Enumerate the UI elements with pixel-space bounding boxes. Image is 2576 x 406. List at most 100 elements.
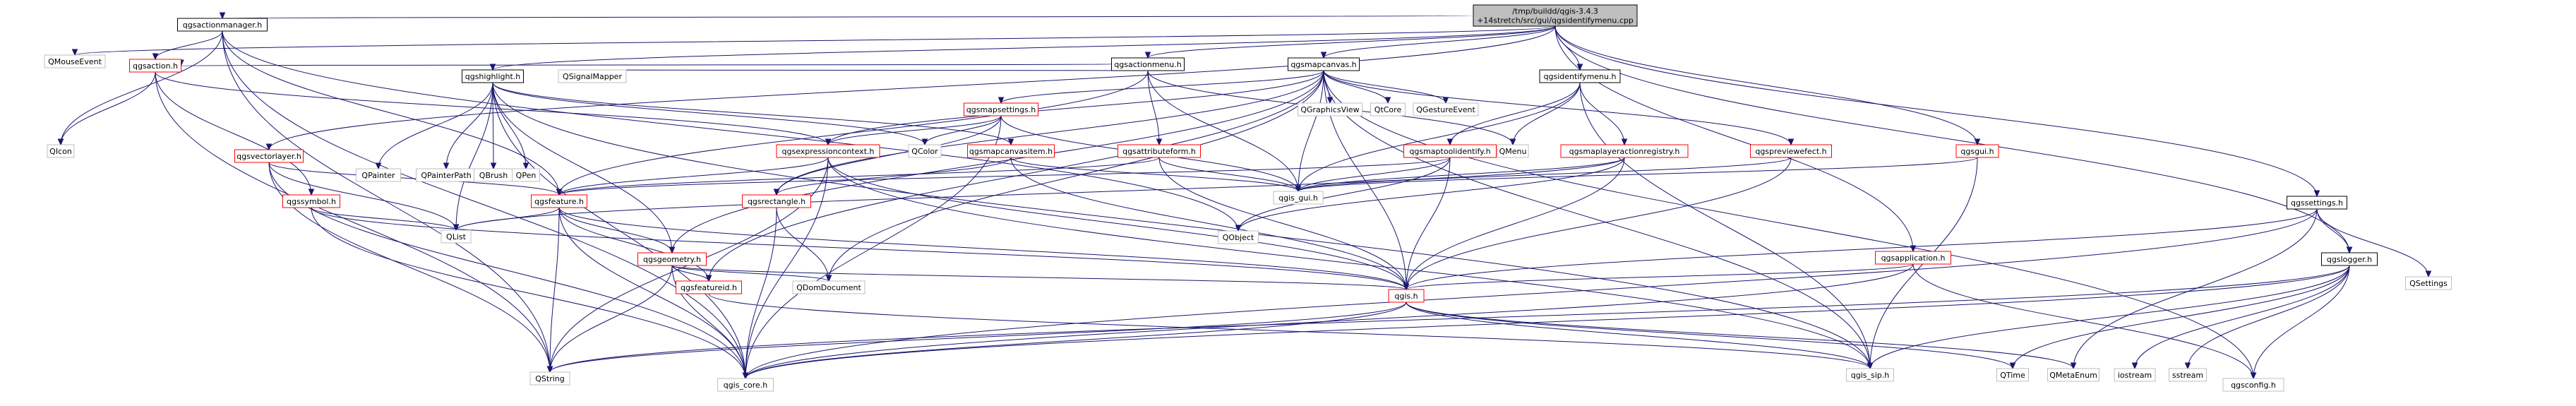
edge-qgsactionmanager-to-QObject (222, 30, 1242, 232)
edge-qgsmaplayeractionregistry-to-QObject (1235, 157, 1625, 232)
node-qgis_core: qgis_core.h (717, 378, 774, 392)
edge-qgis-to-qgis_core (742, 301, 1407, 380)
node-QObject: QObject (1218, 230, 1259, 244)
node-qgslogger[interactable]: qgslogger.h (2321, 252, 2378, 266)
node-label: QMouseEvent (48, 57, 102, 66)
node-QSignalMapper: QSignalMapper (558, 69, 627, 83)
node-label: qgis_gui.h (1278, 193, 1318, 203)
edge-qgsmapcanvasitem-to-qgsrectangle (773, 157, 1012, 196)
edge-qgsmapcanvas-to-QtCore (1323, 70, 1391, 105)
edge-qgsrectangle-to-qgis_core (742, 207, 777, 380)
edge-qgssettings-to-qgis (1403, 208, 2318, 291)
edge-qgsactionmanager-to-qgsaction (152, 30, 223, 61)
edge-qgsidentifymenu-to-qgis_sip (1579, 82, 1874, 370)
node-label: QSignalMapper (563, 72, 622, 81)
node-sstream: sstream (2169, 368, 2207, 382)
edge-root-to-qgshighlight (489, 25, 1556, 71)
node-qgsgeometry[interactable]: qgsgeometry.h (637, 252, 707, 266)
node-qgsapplication[interactable]: qgsapplication.h (1875, 251, 1951, 265)
edge-qgsvectorlayer-to-qgsfeature (268, 162, 563, 196)
node-qgsidentifymenu[interactable]: qgsidentifymenu.h (1539, 69, 1621, 83)
edge-qgssymbol-to-QList (311, 207, 460, 232)
node-qgs_gui: qgis_gui.h (1273, 191, 1324, 205)
node-label: qgssymbol.h (287, 197, 336, 206)
edge-qgsidentifymenu-to-QMenu (1509, 82, 1581, 146)
node-label: QPainter (361, 171, 395, 180)
node-QString: QString (529, 371, 570, 386)
edge-qgsattributeform-to-qgsfeature (556, 157, 1160, 196)
edge-qgsapplication-to-qgsconfig (1912, 263, 2257, 380)
edge-qgsgui-to-qgs_gui (1295, 157, 1978, 193)
node-qgsmaptoolidentify[interactable]: qgsmaptoolidentify.h (1403, 144, 1497, 158)
node-qgsmaplayeractionregistry[interactable]: qgsmaplayeractionregistry.h (1560, 144, 1689, 158)
node-label: qgsmapsettings.h (966, 105, 1036, 114)
edge-qgsexpressioncontext-to-qgis (827, 157, 1410, 291)
edge-qgsrectangle-to-QDomDocument (776, 207, 832, 282)
edge-layer (57, 12, 2432, 380)
edge-qgslogger-to-iostream (2131, 265, 2350, 370)
node-qgssymbol[interactable]: qgssymbol.h (282, 194, 340, 208)
node-qgsactionmenu[interactable]: qgsactionmenu.h (1111, 57, 1185, 71)
node-QDomDocument: QDomDocument (792, 280, 865, 294)
node-qgsfeature[interactable]: qgsfeature.h (531, 194, 587, 208)
node-qgsgui[interactable]: qgsgui.h (1955, 144, 1999, 158)
node-root[interactable]: /tmp/buildd/qgis-3.4.3+14stretch/src/gui… (1473, 4, 1638, 27)
edge-qgsgeometry-to-QDomDocument (671, 265, 832, 282)
node-label: /tmp/buildd/qgis-3.4.3 (1512, 7, 1598, 16)
node-label: iostream (2118, 371, 2152, 380)
node-label: qgis_core.h (724, 381, 768, 390)
node-label: qgsidentifymenu.h (1544, 72, 1617, 81)
edge-qgsmapcanvas-to-qgsgeometry (669, 70, 1324, 254)
node-qgsattributeform[interactable]: qgsattributeform.h (1118, 144, 1201, 158)
node-QMetaEnum: QMetaEnum (2047, 368, 2099, 382)
node-label: qgsmaptoolidentify.h (1409, 147, 1490, 156)
node-label: QIcon (49, 147, 72, 156)
edge-qgshighlight-to-qgis_sip (492, 82, 1874, 370)
edge-root-to-QMouseEvent (71, 25, 1556, 56)
node-label: QPainterPath (421, 171, 471, 180)
node-label: qgshighlight.h (465, 72, 521, 81)
edge-qgssettings-to-qgslogger (2316, 208, 2353, 254)
node-QPainter: QPainter (356, 168, 401, 182)
node-label: QGraphicsView (1300, 105, 1359, 114)
edge-qgsmapcanvas-to-qgsmapsettings (998, 70, 1324, 105)
node-label: qgsmaplayeractionregistry.h (1569, 147, 1680, 156)
edge-qgslogger-to-qgsconfig (2250, 265, 2350, 380)
node-QGraphicsView: QGraphicsView (1298, 102, 1362, 117)
node-label: qgsaction.h (133, 61, 178, 71)
edge-qgssettings-to-qgis_core (742, 208, 2318, 380)
edge-qgslogger-to-QTime (2009, 265, 2350, 370)
edge-qgslogger-to-qgis_sip (1867, 265, 2350, 370)
edge-qgssymbol-to-qgis (311, 207, 1410, 291)
node-qgsmapsettings[interactable]: qgsmapsettings.h (964, 102, 1038, 117)
node-qgsrectangle[interactable]: qgsrectangle.h (742, 194, 811, 208)
edge-qgsgeometry-to-qgis (671, 265, 1410, 291)
node-qgssettings[interactable]: qgssettings.h (2287, 196, 2347, 210)
node-qgis[interactable]: qgis.h (1388, 289, 1425, 303)
node-label: qgsconfig.h (2231, 381, 2276, 390)
edge-qgsactionmanager-to-QIcon (57, 30, 223, 146)
node-qgsmapcanvas[interactable]: qgsmapcanvas.h (1288, 57, 1360, 71)
node-qgspreviewefect[interactable]: qgspreviewefect.h (1750, 144, 1832, 158)
node-qgsvectorlayer[interactable]: qgsvectorlayer.h (234, 149, 304, 163)
node-qgsexpressioncontext[interactable]: qgsexpressioncontext.h (776, 144, 880, 158)
node-qgsactionmanager[interactable]: qgsactionmanager.h (177, 18, 268, 32)
edge-root-to-qgsactionmenu (1144, 25, 1556, 59)
node-label: +14stretch/src/gui/qgsidentifymenu.cpp (1477, 16, 1634, 25)
edge-qgsmapsettings-to-QColor (921, 115, 1002, 146)
edge-qgsmapcanvas-to-qgis_sip (1323, 70, 1874, 370)
node-qgsaction[interactable]: qgsaction.h (129, 59, 181, 73)
node-label: qgis.h (1394, 292, 1418, 301)
node-label: QBrush (479, 171, 508, 180)
node-iostream: iostream (2114, 368, 2156, 382)
node-QPen: QPen (512, 168, 540, 182)
node-qgsmapcanvasitem[interactable]: qgsmapcanvasitem.h (967, 144, 1055, 158)
node-qgsfeatureid[interactable]: qgsfeatureid.h (676, 280, 742, 294)
edge-qgsmapcanvas-to-qgs_gui (1295, 70, 1324, 193)
node-label: sstream (2172, 371, 2203, 380)
edge-qgsfeatureid-to-qgis_sip (708, 293, 1874, 370)
edge-qgsidentifymenu-to-qgsmaplayeractionregistry (1579, 82, 1628, 146)
node-qgshighlight[interactable]: qgshighlight.h (462, 69, 524, 83)
node-label: qgsfeature.h (534, 197, 584, 206)
